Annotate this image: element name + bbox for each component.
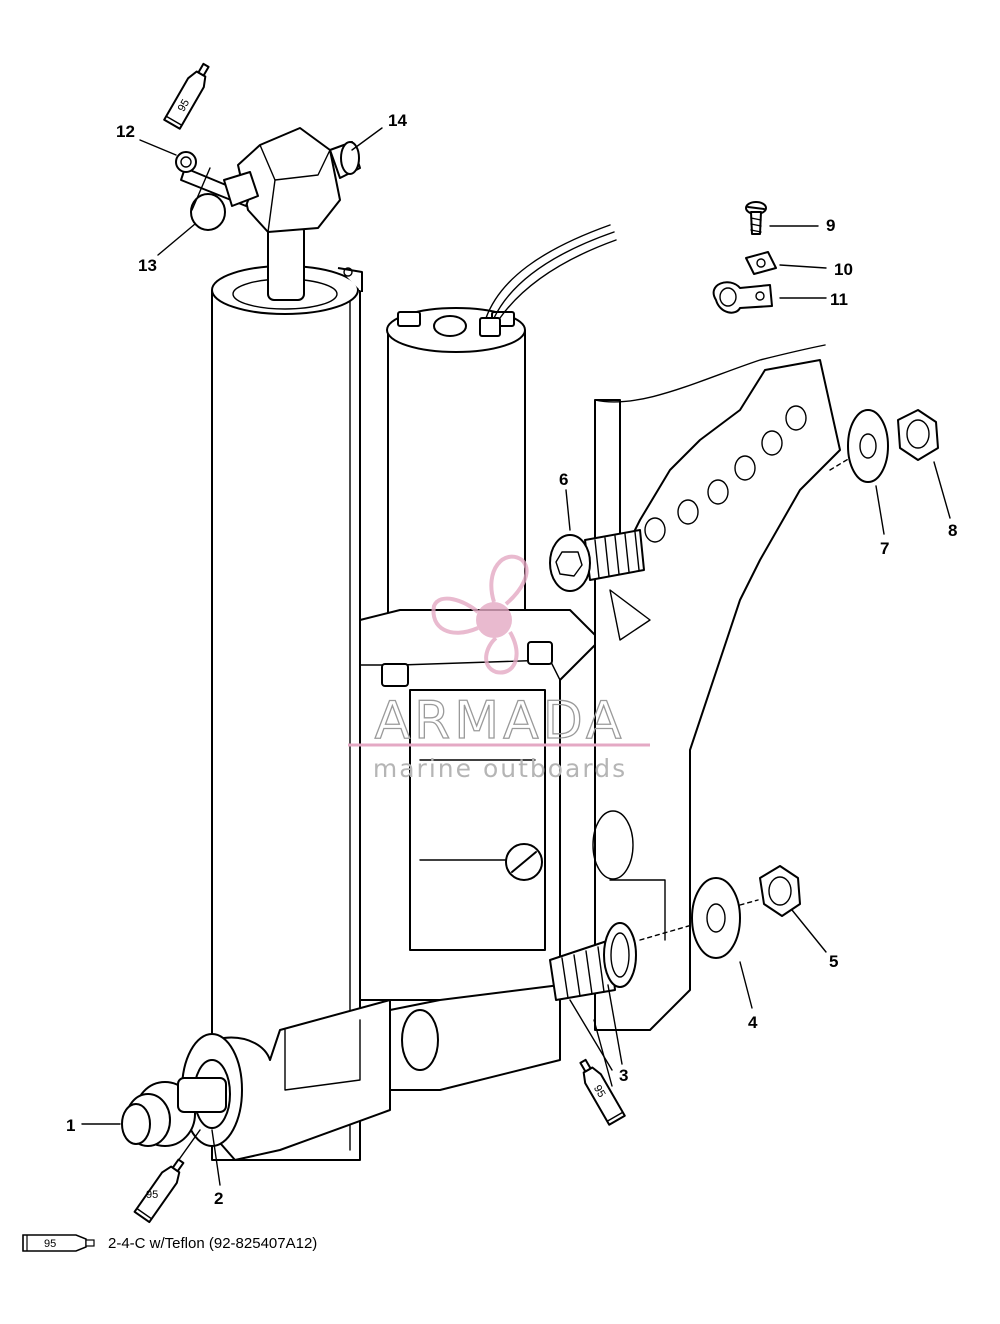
manual-release-valve (175, 151, 259, 231)
sealant-tube-lower-right: 95 (579, 1058, 626, 1126)
sealant-label-lower-right: 95 (591, 1083, 608, 1100)
callout-7: 7 (880, 539, 889, 558)
lower-pivot-tube (181, 984, 561, 1161)
sealant-tube-icon-label: 95 (44, 1238, 56, 1250)
fitting-elbow (237, 127, 361, 233)
sealant-label-lower-left: 95 (146, 1189, 158, 1201)
sealant-label-top: 95 (176, 97, 193, 114)
lower-bolt (549, 922, 637, 1001)
leader-lines (81, 127, 951, 1186)
callout-labels: 1 2 3 4 5 6 7 8 9 10 11 12 13 14 (66, 111, 957, 1208)
sealant-legend: 95 2-4-C w/Teflon (92-825407A12) (20, 1231, 317, 1255)
callout-1: 1 (66, 1116, 75, 1135)
watermark: ARMADA marine outboards (348, 554, 650, 783)
sealant-tube-lower-left: 95 (133, 1158, 185, 1224)
sealant-tube-icon: 95 (22, 1234, 95, 1252)
trim-motor (386, 224, 617, 621)
trim-cylinder (211, 224, 363, 1161)
sealant-tube-top: 95 (163, 62, 210, 130)
watermark-tagline: marine outboards (373, 754, 627, 783)
watermark-brand: ARMADA (375, 691, 626, 751)
callout-4: 4 (748, 1013, 758, 1032)
washer-upper (829, 409, 889, 483)
propeller-logo (431, 554, 529, 675)
callout-11: 11 (830, 290, 848, 309)
legend-text: 2-4-C w/Teflon (92-825407A12) (108, 1234, 318, 1252)
callout-13: 13 (138, 256, 157, 275)
callout-6: 6 (559, 470, 568, 489)
pivot-nut-left (121, 1077, 227, 1147)
socket-bolt (549, 529, 645, 592)
nut-upper (897, 409, 939, 461)
pump-manifold (359, 609, 601, 1001)
callout-5: 5 (829, 952, 838, 971)
transom-bracket (592, 344, 841, 1031)
callout-14: 14 (388, 111, 407, 130)
clip-nut (745, 251, 777, 275)
callout-10: 10 (834, 260, 853, 279)
callout-3: 3 (619, 1066, 628, 1085)
small-screw (745, 201, 767, 235)
callout-2: 2 (214, 1189, 223, 1208)
cable-clamp (712, 281, 773, 314)
callout-8: 8 (948, 521, 957, 540)
callout-12: 12 (116, 122, 135, 141)
nut-lower (739, 865, 801, 917)
washer-lower (639, 877, 741, 959)
callout-9: 9 (826, 216, 835, 235)
